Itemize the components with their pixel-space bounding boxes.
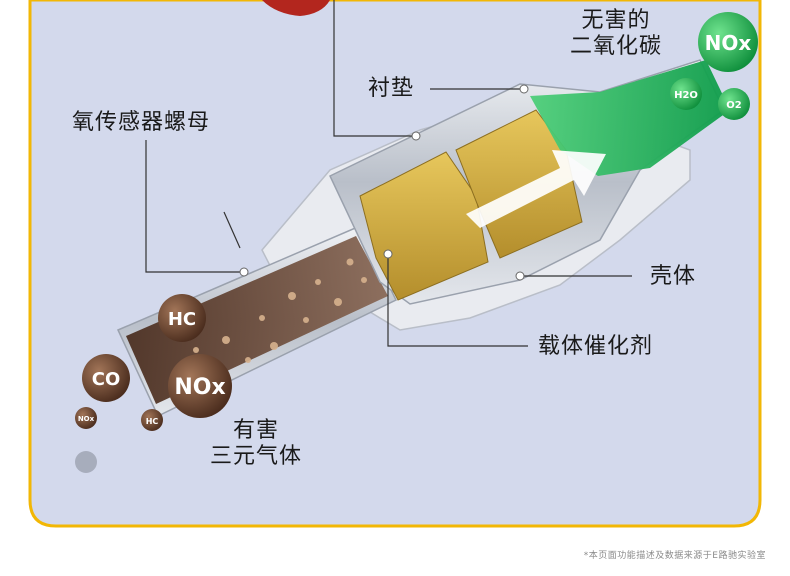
harmless-bubbles: NOx H2O O2 (670, 12, 758, 120)
engine-part-top (262, 0, 330, 16)
bubble-h2o-text: H2O (674, 90, 698, 101)
gasket-label: 衬垫 (368, 76, 415, 101)
bubble-co: CO (82, 354, 130, 402)
bubble-nox-small-text: NOx (78, 415, 95, 423)
bubble-o2-text: O2 (726, 100, 742, 111)
shadow-dot (75, 451, 97, 473)
o2-sensor-nut-label: 氧传感器螺母 (72, 110, 211, 135)
bubble-hc-small: HC (141, 409, 163, 431)
flow-arrow (466, 150, 606, 228)
bubble-hc-small-text: HC (146, 417, 159, 426)
bubble-nox-large-text: NOx (174, 375, 225, 400)
bubble-nox-large: NOx (168, 354, 232, 418)
bubble-nox-small: NOx (75, 407, 97, 429)
bubble-o2: O2 (718, 88, 750, 120)
catalyst-carrier-label: 载体催化剂 (538, 334, 654, 359)
callout-lines (145, 0, 632, 347)
bubble-nox-green: NOx (698, 12, 758, 72)
bubble-nox-green-text: NOx (705, 31, 752, 55)
bubble-co-text: CO (92, 369, 121, 390)
harmless-label-line1: 无害的 (581, 8, 651, 33)
bubble-hc-large: HC (158, 294, 206, 342)
disclaimer-text: *本页面功能描述及数据来源于E路驰实验室 (583, 551, 766, 561)
bubble-hc-large-text: HC (168, 309, 196, 330)
dirty-particles (193, 258, 367, 374)
harmful-bubbles: HC CO NOx NOx HC (75, 294, 232, 473)
bubble-h2o: H2O (670, 78, 702, 110)
harmless-label-line2: 二氧化碳 (569, 34, 662, 59)
harmful-label-line1: 有害 (232, 418, 279, 443)
harmful-label: 有害 三元气体 (196, 418, 316, 470)
callout-dots (239, 84, 529, 281)
harmless-label: 无害的 二氧化碳 (556, 8, 676, 60)
harmful-label-line2: 三元气体 (209, 444, 302, 469)
catalyst-block-1 (359, 151, 489, 301)
shell-label: 壳体 (650, 264, 697, 289)
